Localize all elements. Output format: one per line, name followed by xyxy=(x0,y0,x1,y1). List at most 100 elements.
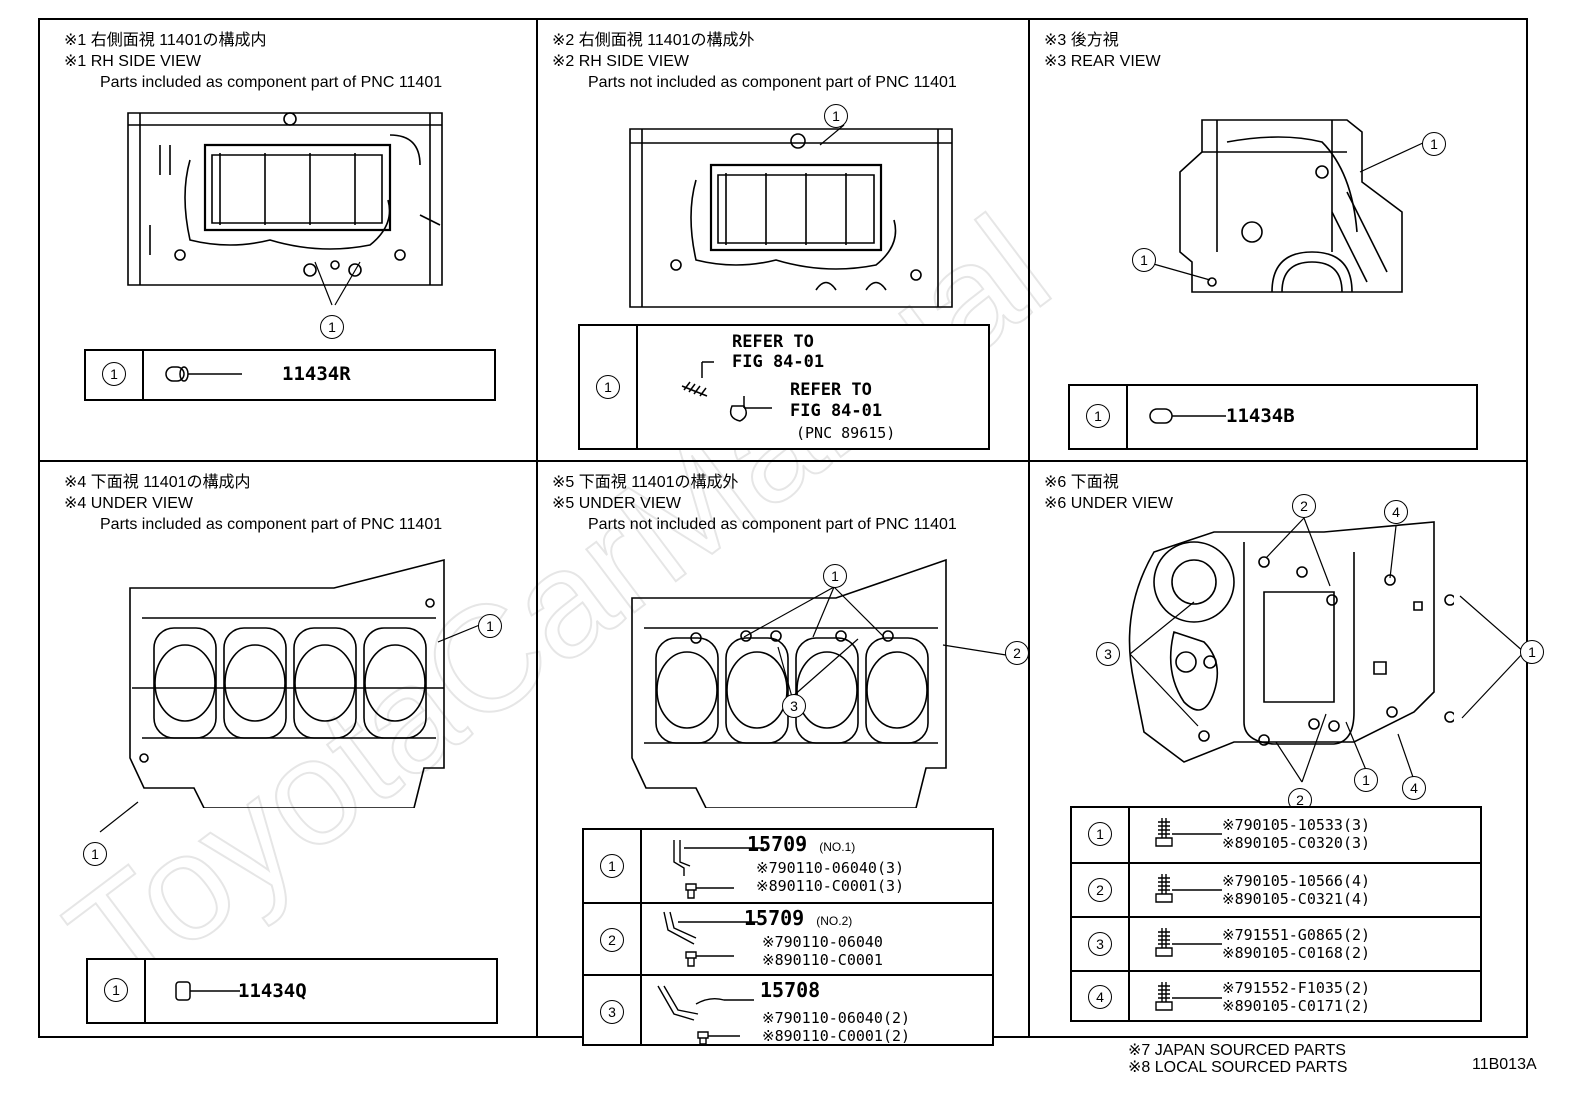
bolt-part-japan: ※791552-F1035(2) xyxy=(1222,979,1371,997)
panel-header: ※4 下面視 11401の構成内 ※4 UNDER VIEW Parts inc… xyxy=(64,472,442,535)
callout-3: 3 xyxy=(782,694,806,718)
callout-3: 3 xyxy=(1096,642,1120,666)
row-number: 1 xyxy=(600,854,624,878)
bolt-part-japan: ※790105-10533(3) xyxy=(1222,816,1371,834)
part-number: 15709 (NO.2) xyxy=(744,906,852,930)
pin-icon xyxy=(165,366,242,382)
part-number: 15708 xyxy=(760,978,821,1002)
callout-1: 1 xyxy=(1354,768,1378,792)
part-number-value: 15709 xyxy=(747,832,808,856)
bolt-part-japan: ※790110-06040(3) xyxy=(756,859,905,877)
bolt-icon xyxy=(1155,818,1222,847)
part-note: (NO.2) xyxy=(816,914,853,928)
bracket-bolt-icon xyxy=(663,911,758,967)
leader-lines xyxy=(314,261,361,306)
footnote-japan: ※7 JAPAN SOURCED PARTS xyxy=(1128,1042,1346,1059)
row-number-cell: 1 xyxy=(584,830,642,902)
engine-block-under-drawing xyxy=(631,558,947,808)
engine-block-under-drawing xyxy=(1128,521,1454,763)
part-number: 11434Q xyxy=(238,980,307,1002)
header-desc: Parts included as component part of PNC … xyxy=(100,516,443,533)
parts-table-2: 1 REFER TO FIG 84-01 REFER TO FIG 84-01 … xyxy=(578,324,990,450)
table-row: 3 ※791551-G0865(2) ※890105-C0168(2) xyxy=(1072,916,1480,970)
bolt-part-japan: ※791551-G0865(2) xyxy=(1222,926,1371,944)
header-desc: Parts included as component part of PNC … xyxy=(100,74,443,91)
bolt-part-local: ※890105-C0171(2) xyxy=(1222,997,1371,1015)
panel-rh-side-not-included: ※2 右側面視 11401の構成外 ※2 RH SIDE VIEW Parts … xyxy=(538,20,1028,460)
pnc-number: (PNC 89615) xyxy=(796,424,896,442)
row-number: 3 xyxy=(600,1000,624,1024)
callout-1: 1 xyxy=(823,564,847,588)
header-en: ※4 UNDER VIEW xyxy=(64,495,193,512)
row-number: 3 xyxy=(1088,932,1112,956)
row-number-cell: 3 xyxy=(584,976,642,1046)
parts-table-5: 1 15709 (NO.1) ※790110-06040(3) ※890110-… xyxy=(582,828,994,1046)
pin-icon xyxy=(175,981,240,1001)
leader-lines xyxy=(819,124,845,146)
row-number-cell: 3 xyxy=(1072,918,1130,970)
row-number-cell: 2 xyxy=(1072,864,1130,916)
callout-4: 4 xyxy=(1402,776,1426,800)
header-en: ※3 REAR VIEW xyxy=(1044,53,1161,70)
row-number: 2 xyxy=(600,928,624,952)
header-jp: ※5 下面視 11401の構成外 xyxy=(552,474,739,491)
row-number: 2 xyxy=(1088,878,1112,902)
table-row: 1 REFER TO FIG 84-01 REFER TO FIG 84-01 … xyxy=(580,326,988,448)
header-desc: Parts not included as component part of … xyxy=(588,516,957,533)
row-number: 1 xyxy=(104,978,128,1002)
table-row: 2 15709 (NO.2) ※790110-06040 ※890110-C00… xyxy=(584,902,992,974)
callout-1: 1 xyxy=(478,614,502,638)
bolt-part-local: ※890105-C0168(2) xyxy=(1222,944,1371,962)
table-row: 2 ※790105-10566(4) ※890105-C0321(4) xyxy=(1072,862,1480,916)
row-number-cell: 4 xyxy=(1072,972,1130,1022)
parts-table-6: 1 ※790105-10533(3) ※890105-C0320(3) 2 ※7… xyxy=(1070,806,1482,1022)
table-row: 1 15709 (NO.1) ※790110-06040(3) ※890110-… xyxy=(584,830,992,902)
row-number-cell: 1 xyxy=(580,326,638,448)
callout-1: 1 xyxy=(1132,248,1156,272)
callout-1: 1 xyxy=(1422,132,1446,156)
part-number: 11434R xyxy=(282,363,351,385)
table-row: 3 15708 ※790110-06040(2) ※890110-C0001(2… xyxy=(584,974,992,1046)
header-jp: ※1 右側面視 11401の構成内 xyxy=(64,32,267,49)
row-number-cell: 1 xyxy=(88,960,146,1022)
panel-header: ※1 右側面視 11401の構成内 ※1 RH SIDE VIEW Parts … xyxy=(64,30,442,93)
divider xyxy=(1028,20,1030,1036)
leader-lines xyxy=(99,623,483,833)
table-row: 1 11434B xyxy=(1070,386,1476,448)
row-number: 1 xyxy=(1088,822,1112,846)
panel-under-view-not-included: ※5 下面視 11401の構成外 ※5 UNDER VIEW Parts not… xyxy=(538,462,1029,1046)
refer-text: REFER TO xyxy=(790,380,872,400)
row-number-cell: 2 xyxy=(584,904,642,974)
parts-table-3: 1 11434B xyxy=(1068,384,1478,450)
bolt-part-local: ※890110-C0001 xyxy=(762,951,883,969)
divider xyxy=(40,460,1526,462)
row-number-cell: 1 xyxy=(86,351,144,399)
figure-id: 11B013A xyxy=(1472,1056,1537,1073)
table-row: 1 ※790105-10533(3) ※890105-C0320(3) xyxy=(1072,808,1480,862)
leader-lines xyxy=(1129,517,1525,783)
callout-1: 1 xyxy=(824,104,848,128)
bracket-bolt-icon xyxy=(657,985,754,1045)
bolt-part-japan: ※790105-10566(4) xyxy=(1222,872,1371,890)
panel-header: ※2 右側面視 11401の構成外 ※2 RH SIDE VIEW Parts … xyxy=(552,30,957,93)
part-number: 15709 (NO.1) xyxy=(747,832,855,856)
bolt-icon xyxy=(1155,928,1222,957)
header-en: ※1 RH SIDE VIEW xyxy=(64,53,201,70)
panel-under-view-included: ※4 下面視 11401の構成内 ※4 UNDER VIEW Parts inc… xyxy=(40,462,536,1038)
footnotes: ※7 JAPAN SOURCED PARTS ※8 LOCAL SOURCED … xyxy=(1128,1042,1347,1076)
panel-header: ※3 後方視 ※3 REAR VIEW xyxy=(1044,30,1161,72)
table-row: 4 ※791552-F1035(2) ※890105-C0171(2) xyxy=(1072,970,1480,1022)
header-en: ※2 RH SIDE VIEW xyxy=(552,53,689,70)
table-row: 1 11434R xyxy=(86,351,494,399)
engine-block-rear-drawing xyxy=(1179,119,1403,293)
row-number-cell: 1 xyxy=(1070,386,1128,448)
leader-lines xyxy=(1149,141,1426,281)
callout-1: 1 xyxy=(1520,640,1544,664)
bolt-part-japan: ※790110-06040 xyxy=(762,933,883,951)
panel-header: ※5 下面視 11401の構成外 ※5 UNDER VIEW Parts not… xyxy=(552,472,957,535)
callout-4: 4 xyxy=(1384,500,1408,524)
diagram-grid: ※1 右側面視 11401の構成内 ※1 RH SIDE VIEW Parts … xyxy=(38,18,1544,1046)
bracket-bolt-icon xyxy=(673,840,764,899)
panel-rh-side-included: ※1 右側面視 11401の構成内 ※1 RH SIDE VIEW Parts … xyxy=(40,20,536,460)
bolt-icon xyxy=(1155,874,1222,903)
